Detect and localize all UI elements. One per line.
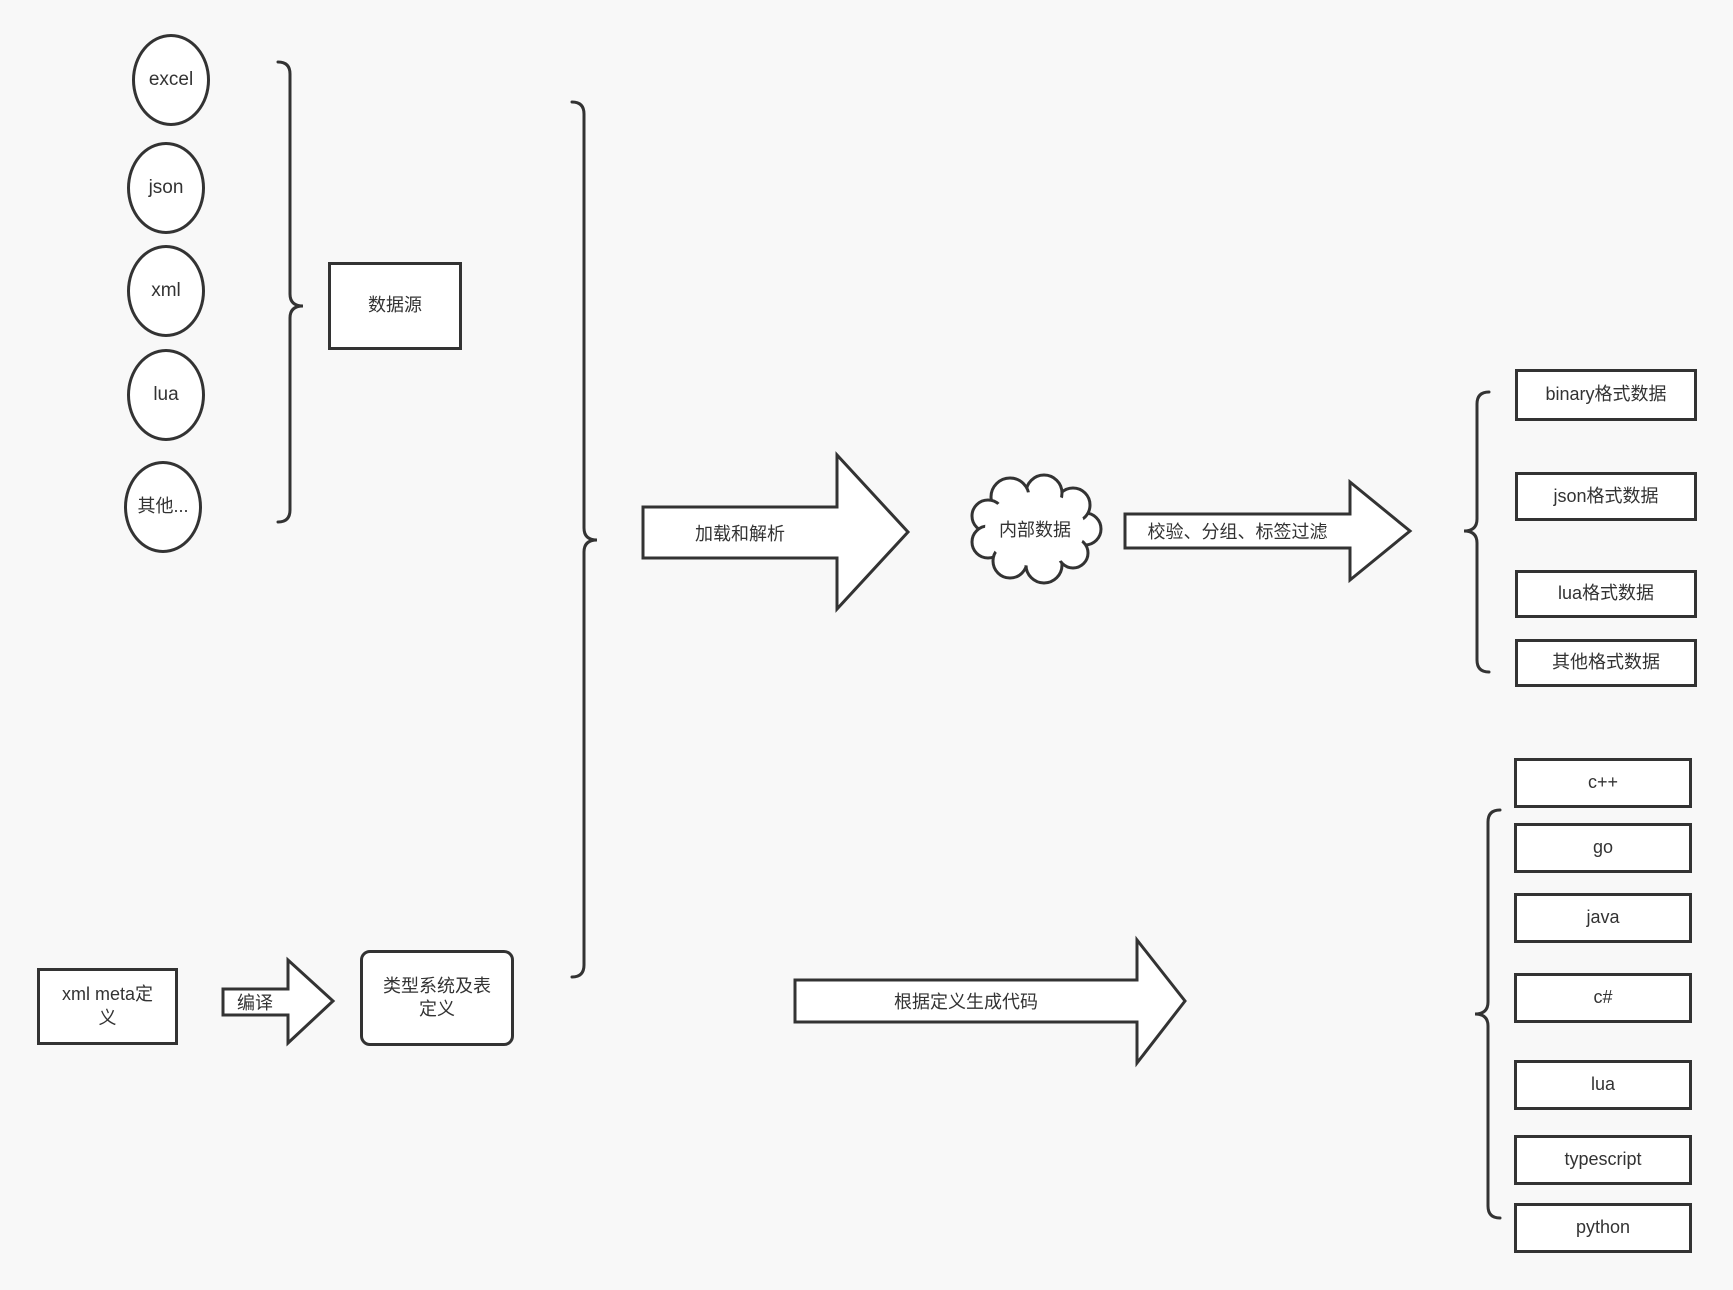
meta-definition-box: xml meta定义 — [37, 968, 178, 1045]
source-ellipse-excel: excel — [132, 34, 210, 126]
language-box-cpp: c++ — [1514, 758, 1692, 808]
source-ellipse-lua: lua — [127, 349, 205, 441]
source-ellipse-json: json — [127, 142, 205, 234]
brace-languages — [1474, 808, 1502, 1220]
filter-arrow — [1123, 478, 1413, 584]
brace-main — [570, 100, 598, 979]
brace-sources — [276, 60, 304, 524]
language-box-typescript: typescript — [1514, 1135, 1692, 1185]
format-box-lua: lua格式数据 — [1515, 570, 1697, 618]
format-box-binary: binary格式数据 — [1515, 369, 1697, 421]
type-system-box: 类型系统及表定义 — [360, 950, 514, 1046]
format-box-json: json格式数据 — [1515, 472, 1697, 521]
codegen-arrow — [793, 935, 1187, 1068]
language-box-lua: lua — [1514, 1060, 1692, 1110]
language-box-python: python — [1514, 1203, 1692, 1253]
data-source-box: 数据源 — [328, 262, 462, 350]
load-parse-arrow — [641, 451, 911, 613]
source-ellipse-others: 其他... — [124, 461, 202, 553]
format-box-other: 其他格式数据 — [1515, 639, 1697, 687]
language-box-go: go — [1514, 823, 1692, 873]
internal-data-cloud — [970, 473, 1103, 585]
source-ellipse-xml: xml — [127, 245, 205, 337]
language-box-java: java — [1514, 893, 1692, 943]
compile-arrow — [221, 956, 336, 1047]
brace-formats — [1463, 390, 1491, 674]
language-box-csharp: c# — [1514, 973, 1692, 1023]
